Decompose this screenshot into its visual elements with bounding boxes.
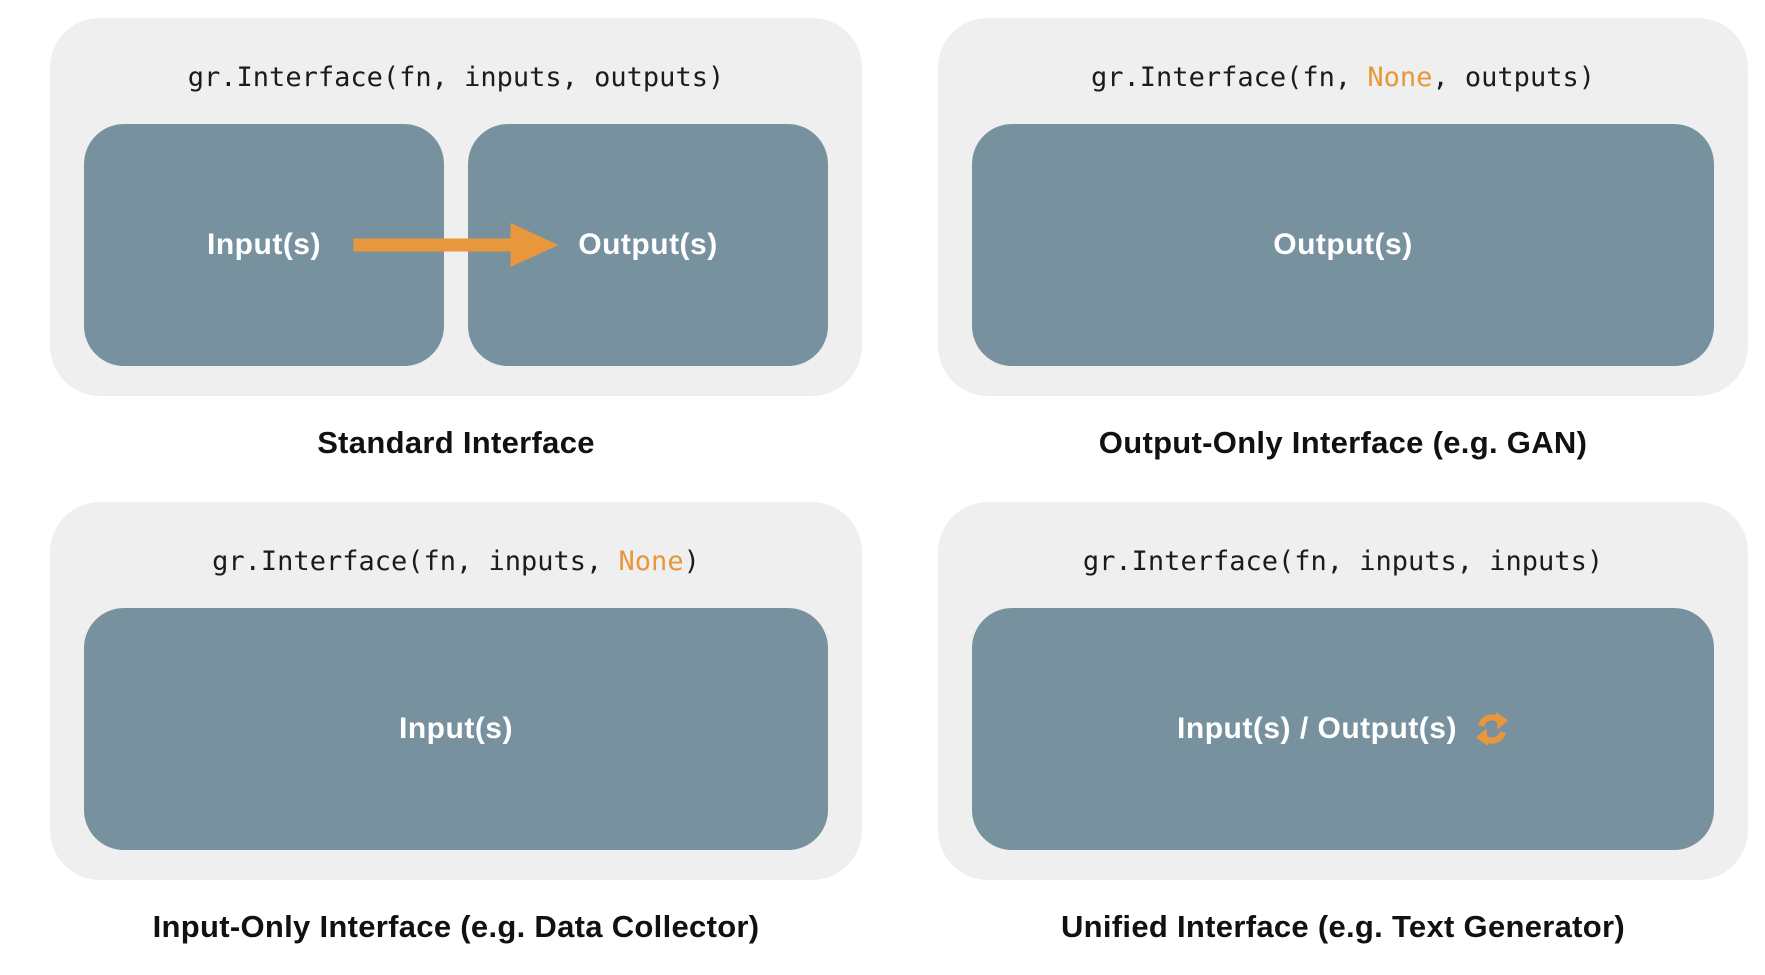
code-highlight-none: None <box>1367 62 1433 93</box>
flow-right-arrow-icon <box>353 223 559 267</box>
code-text: gr.Interface(fn, inputs, inputs) <box>1082 546 1604 577</box>
unified-io-box: Input(s) / Output(s) <box>972 608 1714 850</box>
panel-caption-output-only: Output-Only Interface (e.g. GAN) <box>1098 425 1588 460</box>
unified-io-box-label: Input(s) / Output(s) <box>1177 712 1457 745</box>
code-text: gr.Interface(fn, <box>1091 62 1368 93</box>
code-signature-input-only: gr.Interface(fn, inputs, None) <box>84 542 828 582</box>
io-box-row: Output(s) <box>972 124 1714 366</box>
panel-caption-unified: Unified Interface (e.g. Text Generator) <box>1060 909 1626 944</box>
output-box-label: Output(s) <box>1273 228 1413 261</box>
code-signature-output-only: gr.Interface(fn, None, outputs) <box>972 58 1714 98</box>
code-text: ) <box>683 546 700 577</box>
panel-standard-interface: gr.Interface(fn, inputs, outputs) Input(… <box>50 18 862 396</box>
panel-cell-input-only: gr.Interface(fn, inputs, None) Input(s) … <box>50 502 862 946</box>
code-highlight-none: None <box>618 546 684 577</box>
gradio-interface-types-diagram: gr.Interface(fn, inputs, outputs) Input(… <box>50 18 1748 946</box>
code-signature-unified: gr.Interface(fn, inputs, inputs) <box>972 542 1714 582</box>
panel-output-only-interface: gr.Interface(fn, None, outputs) Output(s… <box>938 18 1748 396</box>
panel-caption-input-only: Input-Only Interface (e.g. Data Collecto… <box>152 909 760 944</box>
code-text: gr.Interface(fn, inputs, <box>212 546 619 577</box>
input-box-label: Input(s) <box>207 228 321 261</box>
io-box-row: Input(s) Output(s) <box>84 124 828 366</box>
input-box-label: Input(s) <box>399 712 513 745</box>
code-signature-standard: gr.Interface(fn, inputs, outputs) <box>84 58 828 98</box>
input-box: Input(s) <box>84 608 828 850</box>
panel-unified-interface: gr.Interface(fn, inputs, inputs) Input(s… <box>938 502 1748 880</box>
panel-cell-unified: gr.Interface(fn, inputs, inputs) Input(s… <box>938 502 1748 946</box>
io-box-row: Input(s) <box>84 608 828 850</box>
output-box-label: Output(s) <box>578 228 718 261</box>
panel-caption-standard: Standard Interface <box>317 425 595 460</box>
panel-cell-standard: gr.Interface(fn, inputs, outputs) Input(… <box>50 18 862 462</box>
output-box: Output(s) <box>972 124 1714 366</box>
panel-input-only-interface: gr.Interface(fn, inputs, None) Input(s) <box>50 502 862 880</box>
code-text: gr.Interface(fn, inputs, outputs) <box>187 62 725 93</box>
refresh-icon <box>1475 712 1509 746</box>
code-text: , outputs) <box>1432 62 1595 93</box>
panel-cell-output-only: gr.Interface(fn, None, outputs) Output(s… <box>938 18 1748 462</box>
io-box-row: Input(s) / Output(s) <box>972 608 1714 850</box>
